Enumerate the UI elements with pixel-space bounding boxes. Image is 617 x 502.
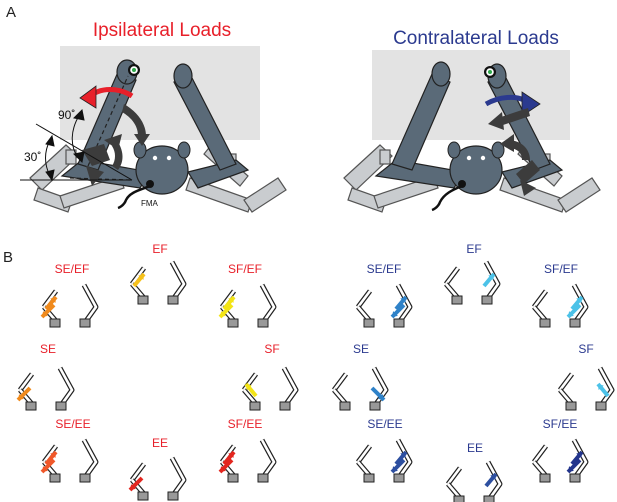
contra-dark-arrows <box>488 108 540 196</box>
contra-monkey-head <box>431 141 505 212</box>
ipsilateral-setup: Ipsilateral Loads <box>20 20 287 213</box>
ipsi-arm-diagram <box>16 366 75 411</box>
ipsilateral-title: Ipsilateral Loads <box>93 20 231 41</box>
ipsi-arms <box>60 59 250 189</box>
contra-arm-diagram <box>356 283 413 328</box>
ipsi-arm-diagram <box>40 283 99 328</box>
contra-arm-diagram <box>332 366 389 411</box>
contra-condition-label: EE <box>467 441 483 455</box>
panel-b-diagrams: SE/EF EF SF/EF SE SF SE/EE EE SF/EE SE/EF EF SF/EF… <box>16 242 615 502</box>
ipsi-condition-label: SF/EE <box>228 417 263 431</box>
ipsi-arm-diagram <box>128 456 187 501</box>
contra-arm-diagram <box>446 460 503 502</box>
ipsi-condition-label: EE <box>152 436 168 450</box>
contra-condition-label: SE/EE <box>367 417 402 431</box>
contra-arm-diagram <box>532 438 589 483</box>
panel-a-letter: A <box>6 4 16 21</box>
ipsi-condition-label: SE/EF <box>55 262 90 276</box>
ipsi-target <box>128 64 140 76</box>
ipsi-arm-diagram <box>218 283 277 328</box>
fma-label: FMA <box>141 199 159 208</box>
ipsi-monkey-head <box>117 141 191 210</box>
contra-arm-diagram <box>558 366 615 411</box>
ipsi-dark-arrows <box>82 104 150 186</box>
contra-condition-label: SE <box>353 342 369 356</box>
contra-workspace <box>372 50 570 140</box>
contra-target <box>484 66 496 78</box>
ipsi-condition-label: SF/EF <box>228 262 262 276</box>
contra-condition-label: SF/EE <box>543 417 578 431</box>
contra-condition-label: SE/EF <box>367 262 402 276</box>
contra-condition-label: SF <box>578 342 593 356</box>
ipsi-condition-label: SE <box>40 342 56 356</box>
contra-arm-diagram <box>444 260 501 305</box>
contra-arm-diagram <box>532 283 589 328</box>
ipsi-arm-diagram <box>218 438 277 483</box>
ipsi-condition-label: SF <box>264 342 279 356</box>
contra-condition-label: SF/EF <box>544 262 578 276</box>
contralateral-setup: Contralateral Loads <box>343 28 601 213</box>
ipsi-condition-label: SE/EE <box>55 417 90 431</box>
angle-30-label: 30˚ <box>24 150 41 164</box>
angle-90-label: 90˚ <box>58 108 75 122</box>
ipsi-red-arrowhead <box>79 85 97 109</box>
contra-condition-label: EF <box>466 242 481 256</box>
ipsi-arm-diagram <box>40 438 99 483</box>
contra-arm-diagram <box>356 438 413 483</box>
ipsi-arm-diagram <box>242 366 299 411</box>
contralateral-title: Contralateral Loads <box>393 28 559 49</box>
ipsi-condition-label: EF <box>152 242 167 256</box>
panel-b-letter: B <box>3 249 13 266</box>
ipsi-arm-diagram <box>130 260 187 305</box>
angle-markers <box>20 108 133 182</box>
